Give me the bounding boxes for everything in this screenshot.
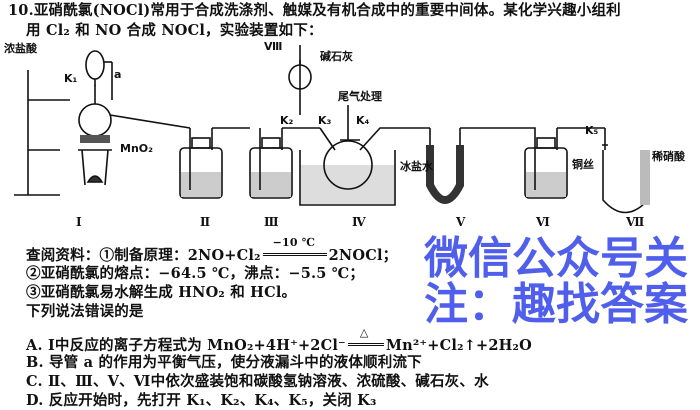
stem-text: 亚硝酰氯(NOCl)常用于合成洗涤剂、触媒及有机合成中的重要中间体。某化学兴趣小…	[33, 2, 621, 19]
reaction-condition: −10 ℃	[272, 236, 316, 249]
label-k4: K₄	[356, 114, 370, 127]
option-a[interactable]: A. Ⅰ中反应的离子方程式为 MnO₂+4H⁺+2Cl⁻ △ Mn²⁺+Cl₂↑+2…	[26, 327, 532, 355]
option-a-equation-left: A. Ⅰ中反应的离子方程式为 MnO₂+4H⁺+2Cl⁻	[26, 337, 346, 354]
label-mno2: MnO₂	[120, 142, 153, 155]
option-d[interactable]: D. 反应开始时，先打开 K₁、K₂、K₄、K₅，关闭 K₃	[26, 392, 377, 409]
label-viii: Ⅷ	[264, 40, 282, 53]
apparatus-5-u-tube	[426, 127, 480, 204]
numeral-7: Ⅶ	[626, 215, 645, 229]
label-tail-gas: 尾气处理	[337, 89, 382, 103]
label-k2: K₂	[280, 114, 294, 127]
reference-line3: ③亚硝酰氯易水解生成 HNO₂ 和 HCl。	[26, 284, 297, 301]
numeral-6: Ⅵ	[536, 215, 550, 229]
heat-condition: △	[359, 326, 369, 339]
reference-line2: ②亚硝酰氯的熔点：−64.5 ℃，沸点：−5.5 ℃；	[26, 265, 365, 282]
apparatus-6-bottle	[480, 127, 605, 199]
label-k5: K₅	[585, 124, 599, 137]
label-conc-hcl: 浓盐酸	[4, 41, 38, 55]
question-stem-line2: 用 Cl₂ 和 NO 合成 NOCl，实验装置如下：	[26, 22, 323, 39]
numeral-4: Ⅳ	[352, 215, 366, 229]
label-copper-wire: 铜丝	[571, 157, 594, 171]
option-a-equation-right: Mn²⁺+Cl₂↑+2H₂O	[385, 337, 532, 354]
numeral-2: Ⅱ	[200, 215, 211, 229]
numeral-5: Ⅴ	[456, 215, 466, 229]
label-k1: K₁	[64, 72, 78, 85]
question-prompt: 下列说法错误的是	[26, 303, 144, 320]
apparatus-2-bottle	[179, 127, 250, 199]
label-dilute-nitric: 稀硝酸	[652, 149, 686, 163]
apparatus-1-flask-stand	[14, 50, 191, 196]
option-b[interactable]: B. 导管 a 的作用为平衡气压，使分液漏斗中的液体顺利流下	[26, 354, 422, 371]
apparatus-3-bottle	[249, 127, 320, 199]
label-ice-salt-water: 冰盐水	[400, 159, 434, 173]
label-k3: K₃	[318, 114, 332, 127]
label-a: a	[114, 68, 121, 81]
apparatus-7-u-tube	[602, 128, 650, 214]
numeral-1: Ⅰ	[76, 215, 82, 229]
apparatus-diagram: 浓盐酸 a K₁ MnO₂ Ⅷ 碱石灰 尾气处理 K₂ K₃ K₄ 冰盐水 K₅…	[4, 40, 686, 214]
watermark: 微信公众号关注：趣找答案	[424, 233, 688, 330]
question-stem-line1: 10.亚硝酰氯(NOCl)常用于合成洗涤剂、触媒及有机合成中的重要中间体。某化学…	[8, 2, 621, 19]
numeral-3: Ⅲ	[264, 215, 279, 229]
apparatus-4-ice-bath	[288, 45, 430, 206]
reference-line1: 查阅资料：①制备原理：2NO+Cl₂ −10 ℃ 2NOCl；	[26, 237, 398, 265]
question-number: 10.	[8, 2, 34, 19]
reference-equation-right: 2NOCl；	[328, 247, 398, 264]
label-soda-lime: 碱石灰	[320, 49, 353, 63]
option-c[interactable]: C. Ⅱ、Ⅲ、Ⅴ、Ⅵ中依次盛装饱和碳酸氢钠溶液、浓硫酸、碱石灰、水	[26, 373, 489, 390]
reference-equation-left: 查阅资料：①制备原理：2NO+Cl₂	[26, 247, 261, 264]
